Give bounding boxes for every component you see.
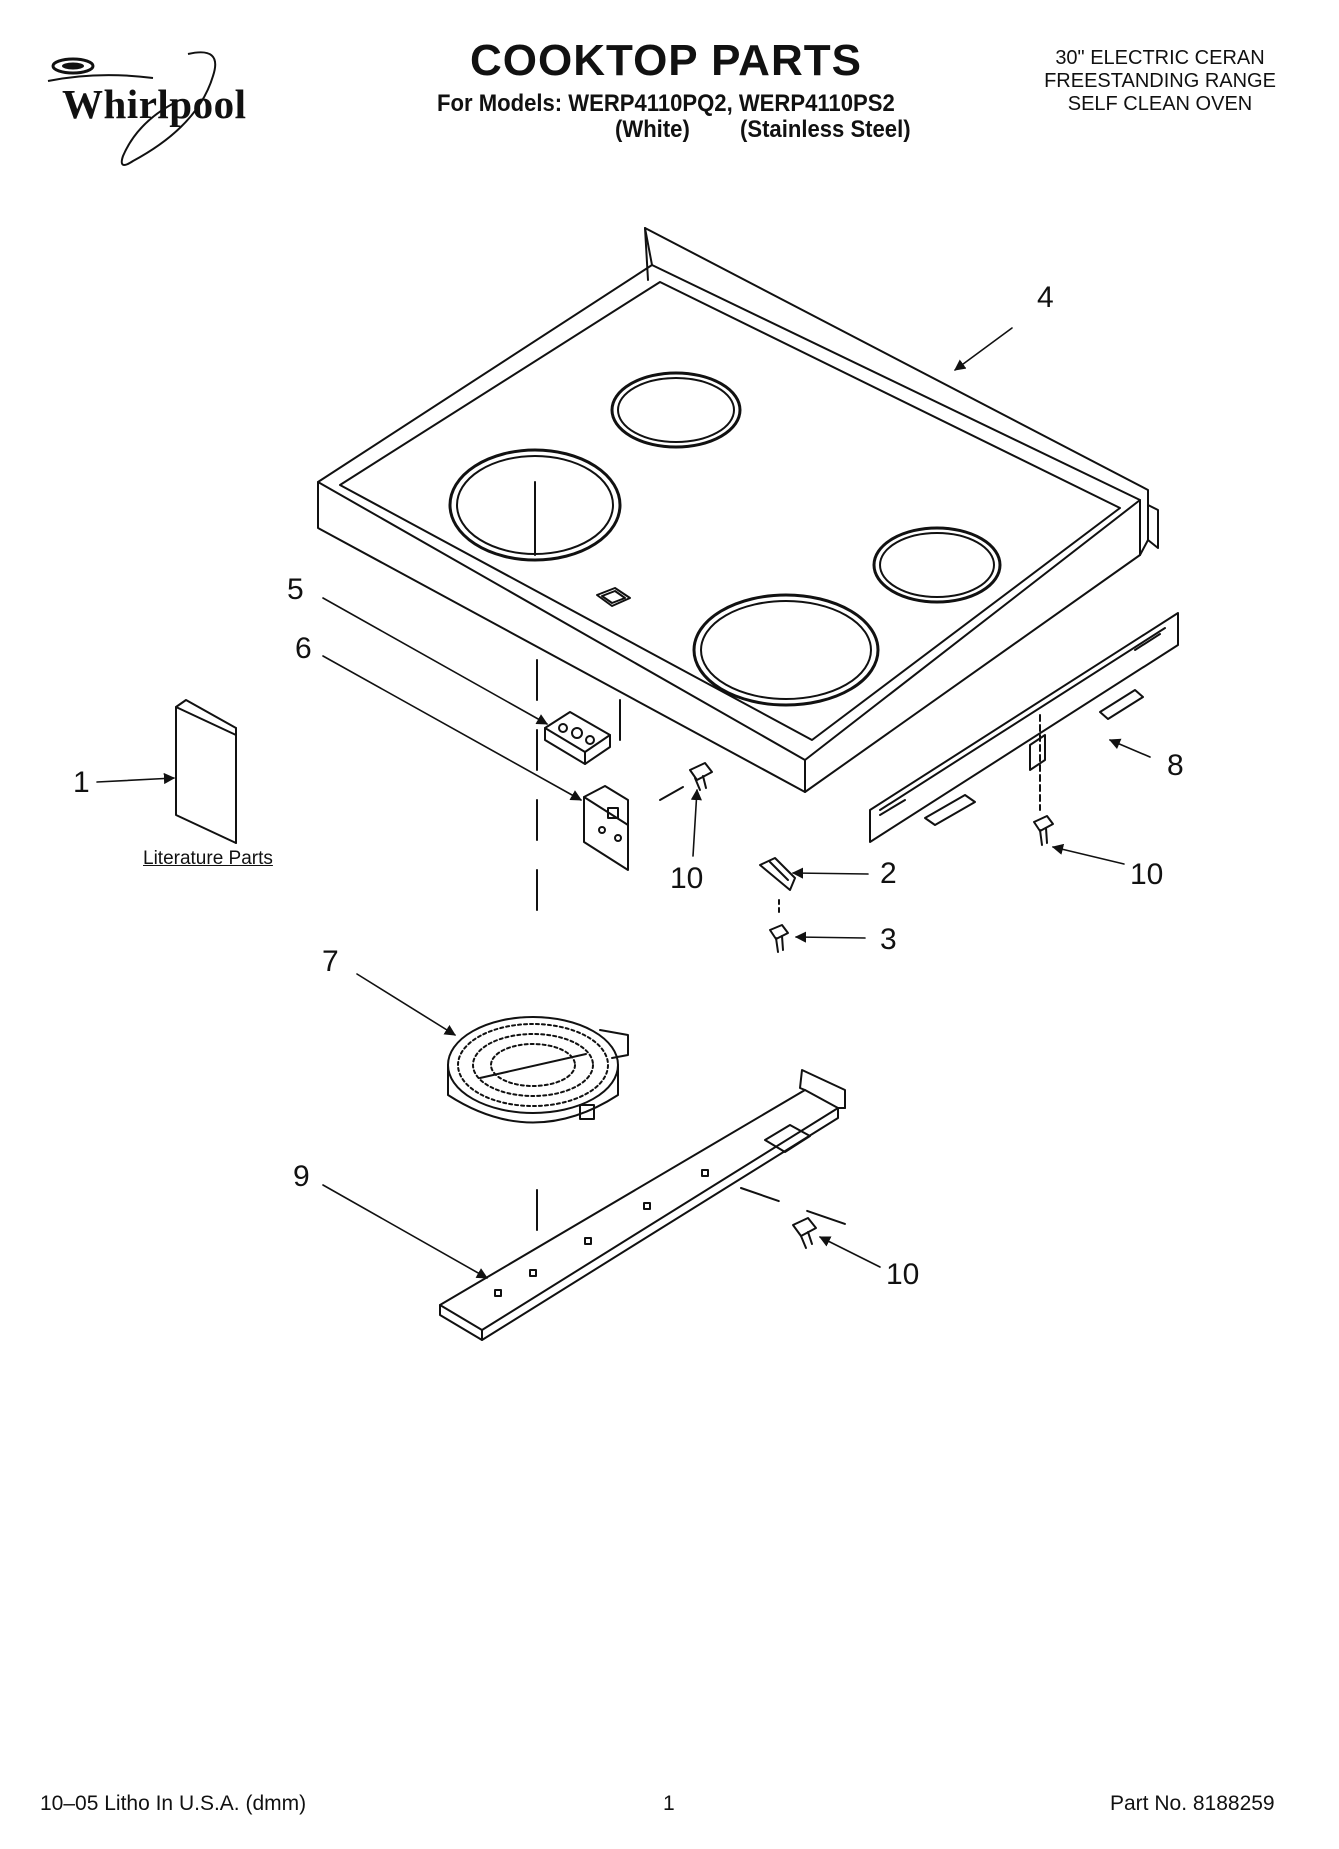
screw <box>1033 815 1054 846</box>
support-bracket <box>439 1069 846 1341</box>
leader-lines <box>96 327 1151 1279</box>
litho-note: 10–05 Litho In U.S.A. (dmm) <box>40 1792 307 1815</box>
screw <box>689 762 713 791</box>
page-number: 1 <box>663 1792 675 1815</box>
callout-6: 6 <box>295 632 312 665</box>
switch-bracket <box>583 785 629 871</box>
callout-10: 10 <box>1130 858 1164 891</box>
callout-10: 10 <box>886 1258 920 1291</box>
assembly-guide-lines <box>536 659 846 1256</box>
hold-down-clip <box>759 857 796 891</box>
model-numbers: For Models: WERP4110PQ2, WERP4110PS2 <box>437 90 895 117</box>
variant-steel-label: (Stainless Steel) <box>740 116 911 143</box>
callout-8: 8 <box>1167 749 1184 782</box>
spec-line: SELF CLEAN OVEN <box>1067 93 1253 115</box>
literature-parts-label: Literature Parts <box>143 848 273 869</box>
brand-wordmark: Whirlpool <box>62 81 247 127</box>
callout-10: 10 <box>670 862 704 895</box>
callout-3: 3 <box>880 923 897 956</box>
clip-screw <box>769 899 789 953</box>
radiant-element <box>447 1016 629 1124</box>
whirlpool-logo <box>47 51 217 166</box>
spec-line: FREESTANDING RANGE <box>1044 70 1276 92</box>
callout-7: 7 <box>322 945 339 978</box>
variant-white-label: (White) <box>615 116 690 143</box>
cooktop-panel <box>317 227 1159 793</box>
element-switch <box>544 711 611 765</box>
callout-1: 1 <box>73 766 90 799</box>
literature-parts <box>175 699 237 844</box>
rear-bracket <box>869 612 1179 843</box>
page-title: COOKTOP PARTS <box>470 36 862 85</box>
spec-line: 30" ELECTRIC CERAN <box>1055 47 1265 69</box>
callout-9: 9 <box>293 1160 310 1193</box>
callout-4: 4 <box>1037 281 1054 314</box>
part-number: Part No. 8188259 <box>1110 1792 1275 1815</box>
screw <box>792 1217 817 1249</box>
callout-2: 2 <box>880 857 897 890</box>
callout-5: 5 <box>287 573 304 606</box>
